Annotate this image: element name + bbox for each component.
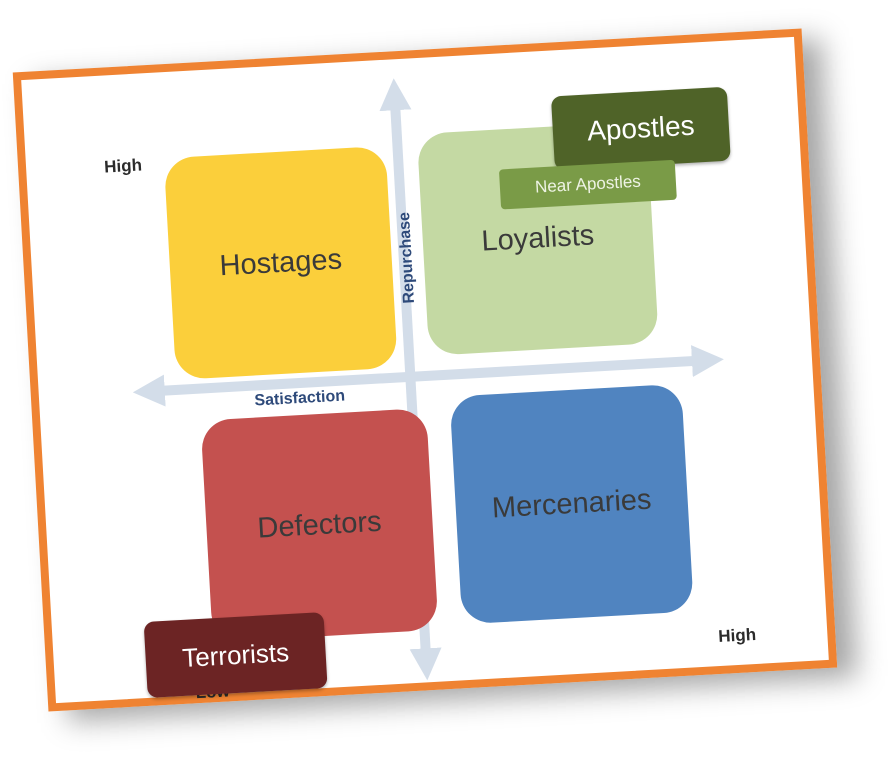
quadrant-hostages: Hostages (163, 145, 398, 380)
tag-apostles: Apostles (550, 86, 731, 171)
quadrant-defectors: Defectors (200, 407, 439, 643)
quadrant-loyalists-label: Loyalists (480, 218, 596, 258)
tag-terrorists-label: Terrorists (181, 636, 290, 673)
quadrant-mercenaries-label: Mercenaries (491, 483, 653, 524)
tag-near-apostles-label: Near Apostles (534, 171, 642, 197)
quadrant-defectors-label: Defectors (256, 505, 383, 545)
quadrant-hostages-label: Hostages (218, 242, 343, 282)
tag-apostles-label: Apostles (586, 109, 696, 147)
quadrant-mercenaries: Mercenaries (449, 383, 694, 625)
diagram-card: High Low High Hostages Loyalists Defecto… (12, 28, 838, 712)
horizontal-axis-arrow (132, 345, 724, 407)
tag-terrorists: Terrorists (143, 612, 328, 698)
